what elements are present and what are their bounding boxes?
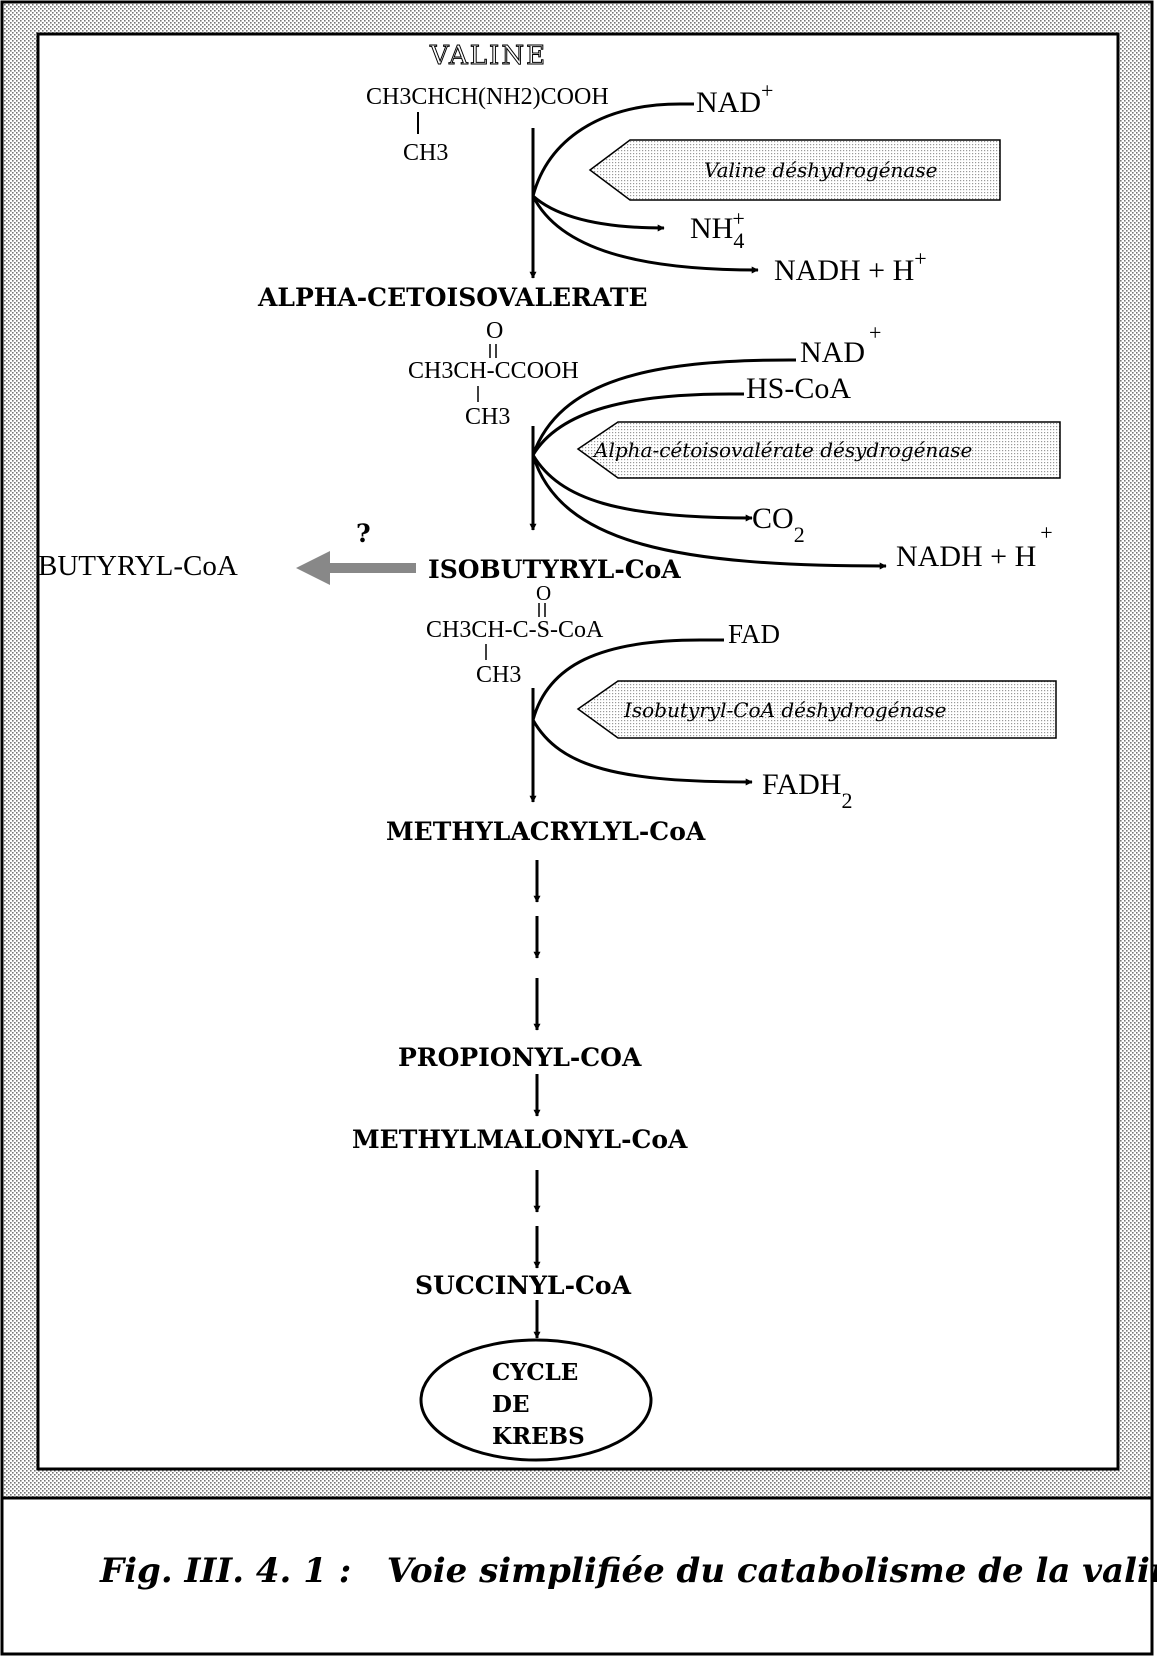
butyryl-arrow-shaft [320,563,416,573]
isobutyryl-coa-label: ISOBUTYRYL-CoA [428,555,681,584]
alpha-formula: CH3CH-CCOOH [408,358,579,384]
succinyl-coa-label: SUCCINYL-CoA [415,1271,632,1300]
isobutyryl-fad-curve [531,638,724,721]
isobutyryl-formula: CH3CH-C-S-CoA [426,617,604,643]
valine-nadh: NADH + H+ [774,246,927,287]
valine-branch: CH3 [403,140,448,166]
methylmalonyl-coa-label: METHYLMALONYL-CoA [352,1125,688,1154]
valine-nh4: NH4+ [690,206,745,253]
alpha-cetoisovalerate-label: ALPHA-CETOISOVALERATE [257,283,648,312]
alpha-co2-arrow [531,454,753,522]
butyryl-coa-label: BUTYRYL-CoA [38,550,238,582]
isobutyryl-oxygen: O [536,581,551,605]
isobutyryl-fadh2-arrow [531,719,753,786]
figure-caption: Fig. III. 4. 1 : Voie simplifiée du cata… [99,1551,1157,1591]
butyryl-side-arrow [296,551,416,585]
alpha-nadh-arrow [531,454,887,570]
krebs-line-3: KREBS [492,1423,585,1450]
valine-nadh-arrow [531,195,759,274]
valine-nad: NAD+ [696,78,773,119]
valine-formula: CH3CHCH(NH2)COOH [366,84,609,110]
diagram-panel [36,32,1120,1471]
isobutyryl-enzyme-box [576,680,1057,739]
alpha-nad: NAD+ [800,320,881,369]
krebs-line-1: CYCLE [492,1359,578,1386]
alpha-hscoa-curve [531,392,744,456]
valine-nad-curve [531,102,694,197]
isobutyryl-fad: FAD [728,619,780,649]
alpha-branch: CH3 [465,404,510,430]
valine-enzyme: Valine déshydrogénase [704,158,937,182]
isobutyryl-fadh2: FADH2 [762,768,852,813]
propionyl-coa-label: PROPIONYL-COA [398,1043,642,1072]
alpha-enzyme: Alpha-cétoisovalérate désydrogénase [592,438,972,462]
alpha-hscoa: HS-CoA [746,372,851,405]
alpha-co2: CO2 [752,502,805,547]
valine-nh4-arrow [532,194,665,232]
krebs-line-2: DE [492,1391,529,1418]
isobutyryl-branch: CH3 [476,662,521,688]
krebs-cycle-ellipse [419,1338,653,1462]
valine-enzyme-box [588,139,1001,201]
alpha-oxygen: O [486,318,503,344]
valine-title: VALINE [429,41,547,71]
isobutyryl-enzyme: Isobutyryl-CoA déshydrogénase [623,698,946,722]
question-mark: ? [356,519,371,548]
alpha-nadh: NADH + H+ [896,520,1053,573]
methylacrylyl-coa-label: METHYLACRYLYL-CoA [386,817,706,846]
butyryl-arrow-head [296,551,330,585]
alpha-nad-curve [531,358,796,456]
alpha-enzyme-box [576,421,1061,479]
